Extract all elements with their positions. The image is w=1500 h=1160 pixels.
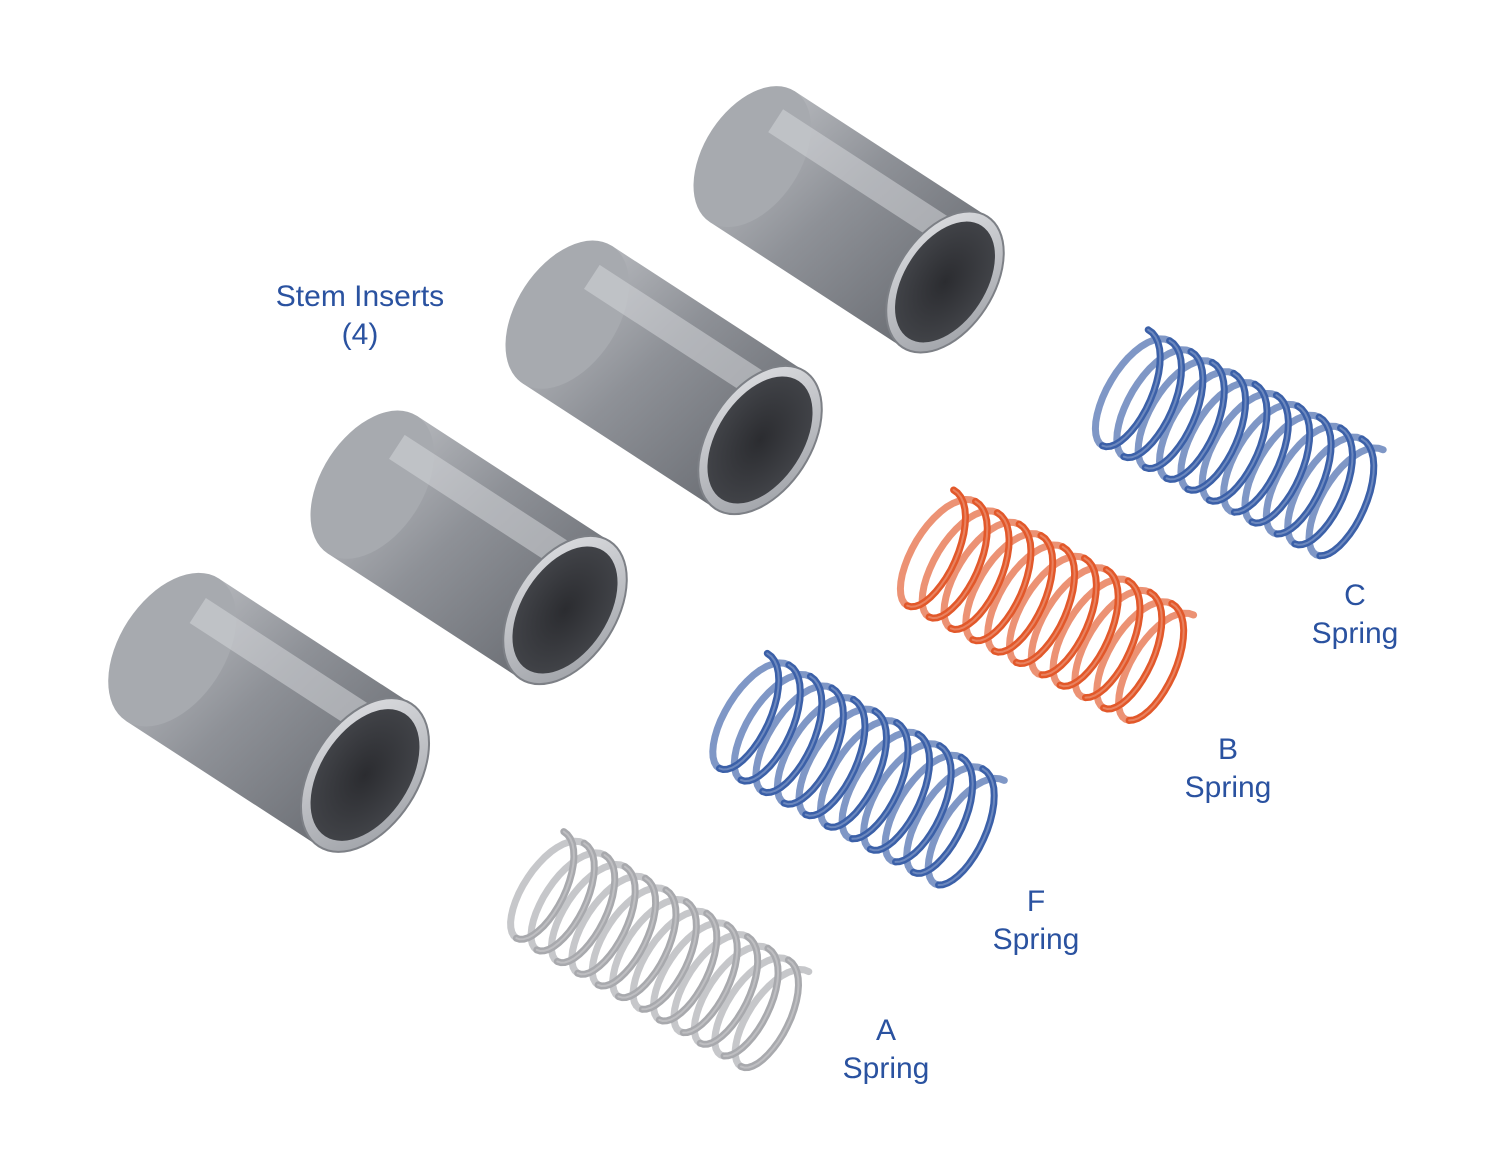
spring-f [709,649,1008,889]
spring-c [1091,326,1387,560]
stem-inserts-label: Stem Inserts (4) [250,278,470,354]
stem-inserts-label-line1: Stem Inserts [275,280,445,313]
spring-f-coil-shine [718,652,996,886]
spring-f-coil-front [716,649,998,889]
spring-c-word: Spring [1311,617,1399,650]
spring-a-coil-front [512,828,802,1072]
stem-insert-bore [707,376,813,504]
stem-insert-bore [895,221,995,343]
stem-inserts-label-line2: (4) [341,318,379,351]
stem-insert-bore [310,709,420,841]
stem-insert [693,86,1005,354]
spring-f-label: F Spring [976,883,1096,959]
spring-b-letter: B [1217,733,1238,766]
stem-insert [108,572,431,853]
spring-c-label: C Spring [1295,577,1415,653]
spring-c-coil-shine [1101,328,1375,557]
spring-a-word: Spring [842,1052,930,1085]
spring-a-coil-shine [515,830,800,1069]
spring-c-coil-front [1099,326,1378,560]
spring-b-coil-front [903,486,1188,724]
spring-a-coil-back [507,837,813,1070]
spring-b-coil-shine [906,489,1185,722]
spring-a-label: A Spring [826,1012,946,1088]
spring-f-word: Spring [992,923,1080,956]
spring-b-word: Spring [1184,771,1272,804]
spring-a-letter: A [875,1014,896,1047]
spring-c-letter: C [1344,579,1366,612]
stem-insert [505,240,823,516]
spring-a [507,828,813,1072]
spring-b-label: B Spring [1168,731,1288,807]
spring-f-letter: F [1026,885,1046,918]
spring-c-coil-back [1091,335,1387,560]
spring-b [896,486,1198,724]
stem-insert-bore [512,546,618,674]
stem-insert [310,410,628,686]
spring-b-coil-back [896,496,1198,724]
